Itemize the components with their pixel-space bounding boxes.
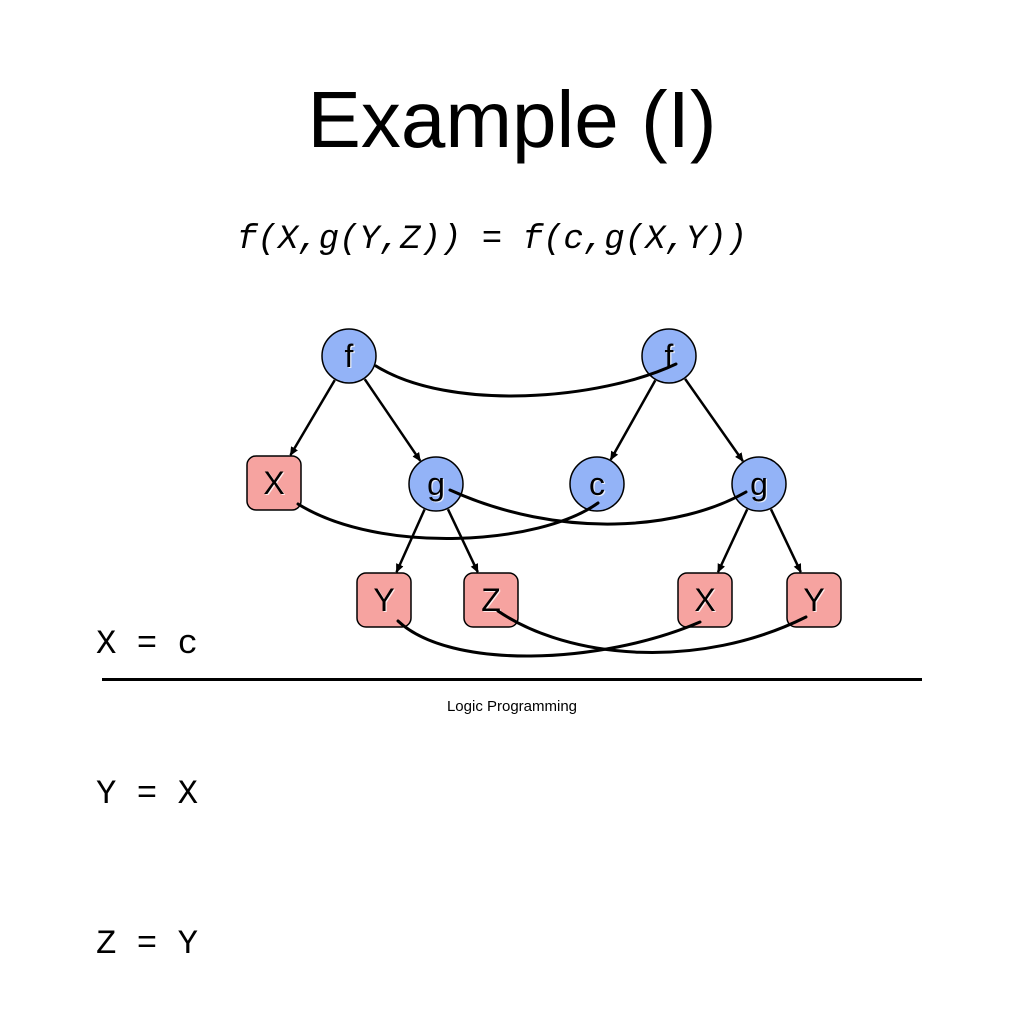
variable-node-box: [246, 455, 302, 511]
binding-y: Y = X: [96, 776, 199, 814]
node-label-shadow: g: [428, 467, 446, 503]
function-node-circle: [408, 456, 464, 512]
footer-text: Logic Programming: [446, 698, 578, 715]
node-right-g: gg: [731, 456, 787, 512]
node-label-shadow: Y: [805, 583, 826, 619]
match-curve-left-Y-right-X: [396, 619, 702, 658]
node-right-c: cc: [569, 456, 625, 512]
node-right-X: XX: [677, 572, 733, 628]
node-right-Y: YY: [786, 572, 842, 628]
node-left-g: gg: [408, 456, 464, 512]
tree-edge-right-g-to-right-Y: [769, 508, 802, 574]
binding-x: X = c: [96, 626, 199, 664]
tree-edge-right-g-to-right-X: [716, 508, 749, 574]
match-curve-left-f-right-f: [374, 362, 678, 398]
node-label-shadow: c: [590, 467, 606, 503]
tree-edge-left-g-to-left-Y: [395, 509, 426, 573]
match-curve-left-Z-right-Y: [496, 609, 808, 654]
node-label-shadow: X: [696, 583, 717, 619]
tree-edge-left-f-to-left-X: [289, 379, 336, 457]
node-left-f: ff: [321, 328, 377, 384]
tree-edge-right-f-to-right-c: [609, 379, 657, 461]
footer-divider: [102, 678, 922, 681]
variable-node-box: [786, 572, 842, 628]
function-node-circle: [321, 328, 377, 384]
node-label-shadow: f: [666, 339, 675, 375]
match-curve-left-X-right-c: [296, 501, 600, 540]
node-label: f: [665, 338, 674, 374]
node-label: g: [750, 466, 768, 502]
node-label-shadow: X: [265, 466, 286, 502]
node-right-f: ff: [641, 328, 697, 384]
tree-edge-left-f-to-left-g: [363, 378, 422, 462]
node-label: f: [345, 338, 354, 374]
match-curves: [296, 362, 808, 658]
function-node-circle: [731, 456, 787, 512]
function-node-circle: [569, 456, 625, 512]
binding-list: X = c Y = X Z = Y: [96, 520, 198, 1020]
node-label: Z: [481, 582, 501, 618]
node-label: c: [589, 466, 605, 502]
variable-node-box: [356, 572, 412, 628]
slide-title: Example (I): [307, 75, 717, 164]
node-label: Y: [803, 582, 824, 618]
node-left-Y: YY: [356, 572, 412, 628]
node-label: X: [694, 582, 715, 618]
node-label: X: [263, 465, 284, 501]
node-label-shadow: Y: [375, 583, 396, 619]
function-node-circle: [641, 328, 697, 384]
variable-node-box: [677, 572, 733, 628]
tree-edge-left-g-to-left-Z: [446, 508, 479, 574]
node-label-shadow: f: [346, 339, 355, 375]
unification-equation: f(X,g(Y,Z)) = f(c,g(X,Y)): [236, 221, 748, 259]
binding-z: Z = Y: [96, 926, 199, 964]
node-label: g: [427, 466, 445, 502]
node-label: Y: [373, 582, 394, 618]
tree-edge-right-f-to-right-g: [684, 378, 744, 462]
node-left-X: XX: [246, 455, 302, 511]
tree-edges: [289, 378, 802, 574]
match-curve-left-g-right-g: [448, 488, 748, 526]
node-label-shadow: g: [751, 467, 769, 503]
